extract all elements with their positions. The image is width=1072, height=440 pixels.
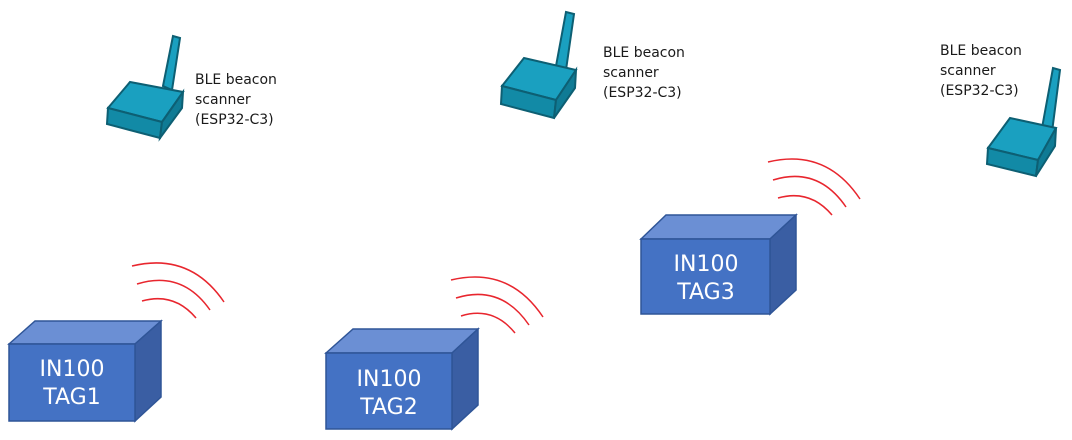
ble-scanner-device-icon	[105, 34, 185, 142]
tag-1-label-line2: TAG1	[42, 385, 100, 410]
tag-3-box: IN100 TAG3	[639, 213, 798, 316]
tag-3-label-line2: TAG3	[676, 280, 734, 305]
scanner-1-label-line1: BLE beacon	[195, 72, 277, 88]
scanner-1-label-line3: (ESP32-C3)	[195, 112, 274, 128]
signal-waves-tag2	[450, 276, 544, 334]
ble-scanner-1	[105, 34, 185, 142]
scanner-2-label: BLE beacon scanner (ESP32-C3)	[603, 43, 685, 103]
scanner-3-label-line1: BLE beacon	[940, 43, 1022, 59]
scanner-3-label-line3: (ESP32-C3)	[940, 83, 1019, 99]
ble-scanner-2	[499, 10, 578, 120]
tag-2-label-line1: IN100	[357, 367, 422, 392]
tag-2-box: IN100 TAG2	[324, 327, 480, 431]
scanner-2-label-line2: scanner	[603, 65, 659, 81]
scanner-1-label: BLE beacon scanner (ESP32-C3)	[195, 70, 277, 130]
tag-2-label-line2: TAG2	[359, 395, 417, 420]
tag-1-label-line1: IN100	[40, 357, 105, 382]
scanner-2-label-line1: BLE beacon	[603, 45, 685, 61]
ble-scanner-3	[985, 66, 1062, 178]
tag-1-box: IN100 TAG1	[7, 319, 163, 423]
ble-scanner-device-icon	[499, 10, 578, 120]
scanner-2-label-line3: (ESP32-C3)	[603, 85, 682, 101]
ble-scanner-device-icon	[985, 66, 1062, 178]
signal-waves-tag1	[131, 262, 225, 319]
scanner-3-label-line2: scanner	[940, 63, 996, 79]
scanner-3-label: BLE beacon scanner (ESP32-C3)	[940, 41, 1022, 101]
scanner-1-label-line2: scanner	[195, 92, 251, 108]
signal-waves-tag3	[767, 158, 861, 216]
tag-3-label-line1: IN100	[674, 252, 739, 277]
